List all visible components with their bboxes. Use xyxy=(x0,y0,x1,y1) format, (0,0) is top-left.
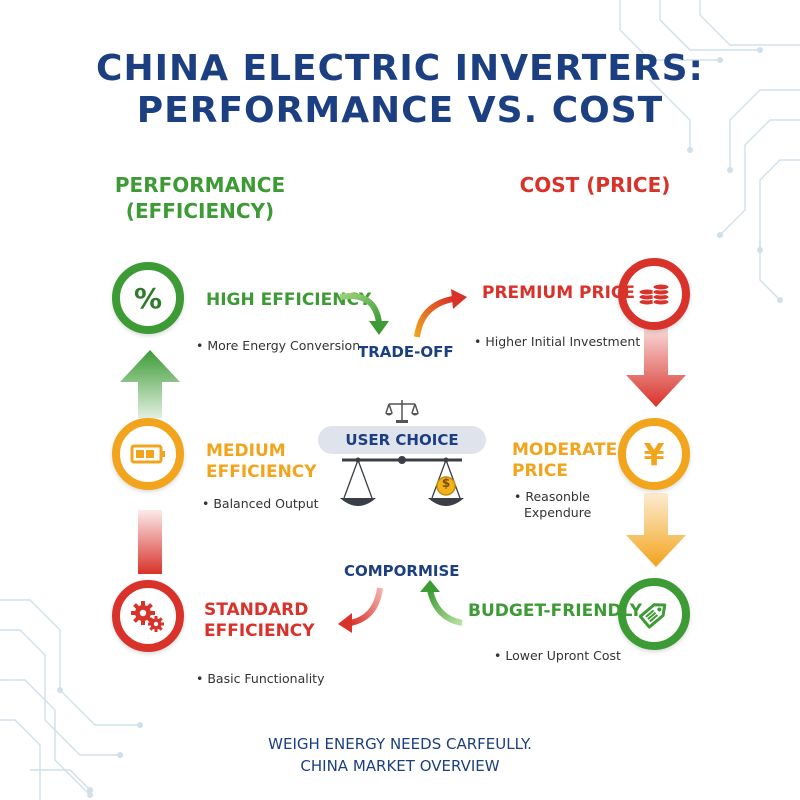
standard-efficiency-circle xyxy=(112,580,184,652)
small-scale-icon xyxy=(385,400,419,423)
svg-text:¥: ¥ xyxy=(644,438,665,473)
balance-scale-icon xyxy=(340,456,464,506)
performance-header: PERFORMANCE (EFFICIENCY) xyxy=(114,173,286,223)
standard-efficiency-bullet: • Basic Functionality xyxy=(196,671,325,686)
yen-icon: ¥ xyxy=(644,438,665,473)
compromise-arrows xyxy=(338,580,463,633)
compromise-label: COMPORMISE xyxy=(344,562,460,580)
moderate-price-bullet: • Reasonble Expendure xyxy=(514,489,592,520)
coin-dollar-sign: $ xyxy=(441,476,451,490)
medium-efficiency-circle xyxy=(112,418,184,490)
trade-off-label: TRADE-OFF xyxy=(358,343,454,361)
percent-icon: % xyxy=(134,282,162,315)
standard-efficiency-label: STANDARD EFFICIENCY xyxy=(204,600,315,641)
premium-price-circle xyxy=(618,258,690,330)
budget-friendly-label: BUDGET-FRIENDLY xyxy=(468,601,643,621)
footer-line-2: CHINA MARKET OVERVIEW xyxy=(300,757,500,775)
premium-price-bullet: • Higher Initial Investment xyxy=(474,334,641,349)
high-efficiency-circle: % xyxy=(112,262,184,334)
premium-price-label: PREMIUM PRICE xyxy=(482,283,636,303)
gears-icon xyxy=(131,601,164,632)
downward-arrows-cost xyxy=(626,325,686,567)
user-choice-pill: USER CHOICE xyxy=(318,426,486,454)
budget-friendly-circle xyxy=(618,578,690,650)
trade-off-arrows xyxy=(339,289,467,338)
price-tag-icon xyxy=(638,603,667,629)
moderate-price-circle: ¥ xyxy=(618,418,690,490)
moderate-price-label: MODERATE PRICE xyxy=(512,440,618,481)
title-line-2: PERFORMANCE VS. COST xyxy=(136,90,664,131)
title-line-1: CHINA ELECTRIC INVERTERS: xyxy=(96,48,704,89)
battery-icon xyxy=(130,444,165,464)
coins-icon xyxy=(638,283,670,306)
footer-line-1: WEIGH ENERGY NEEDS CARFEULLY. xyxy=(268,735,532,753)
upward-arrow-to-high xyxy=(120,350,180,574)
medium-efficiency-bullet: • Balanced Output xyxy=(202,496,319,511)
budget-friendly-bullet: • Lower Upront Cost xyxy=(494,648,621,663)
medium-efficiency-label: MEDIUM EFFICIENCY xyxy=(206,441,317,482)
svg-text:%: % xyxy=(134,282,162,315)
cost-header: COST (PRICE) xyxy=(519,173,671,197)
high-efficiency-label: HIGH EFFICIENCY xyxy=(206,290,372,310)
high-efficiency-bullet: • More Energy Conversion xyxy=(196,338,361,353)
